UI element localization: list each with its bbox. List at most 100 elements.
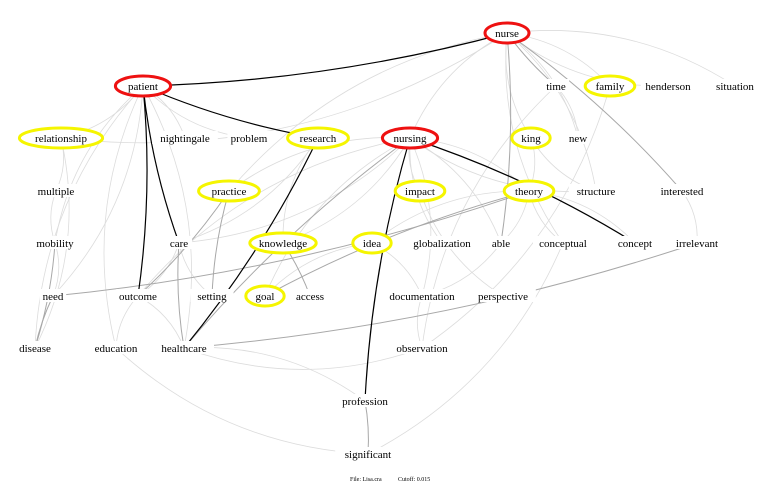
need-label-backing <box>39 289 67 302</box>
structure-label-backing <box>568 184 624 197</box>
node-irrelevant[interactable]: irrelevant <box>676 238 718 250</box>
node-idea[interactable]: idea <box>363 238 381 250</box>
edge-theory-need <box>52 190 530 297</box>
edge-nursing-goal <box>264 137 411 297</box>
nursing-highlight-ring <box>380 126 440 150</box>
node-theory[interactable]: theory <box>515 186 544 198</box>
node-care[interactable]: care <box>170 238 188 250</box>
setting-label-backing <box>190 289 234 302</box>
edge-healthcare-observation <box>183 347 423 370</box>
node-able[interactable]: able <box>492 238 510 250</box>
observation-label-backing <box>389 341 455 354</box>
edge-patient-outcome <box>137 85 148 297</box>
care-label-backing <box>165 236 193 249</box>
edge-nurse-able <box>500 32 512 244</box>
node-patient[interactable]: patient <box>128 81 158 93</box>
mobility-label-backing <box>30 236 80 249</box>
node-concept[interactable]: concept <box>618 238 652 250</box>
access-label-backing <box>291 289 329 302</box>
perspective-label-backing <box>470 289 536 302</box>
edge-nursing-care <box>178 137 411 244</box>
node-nurse[interactable]: nurse <box>495 28 519 40</box>
research-highlight-ring <box>286 126 350 150</box>
documentation-label-backing <box>383 289 461 302</box>
node-need[interactable]: need <box>43 291 64 303</box>
node-new[interactable]: new <box>569 133 587 145</box>
node-outcome[interactable]: outcome <box>119 291 157 303</box>
disease-label-backing <box>13 341 57 354</box>
node-knowledge[interactable]: knowledge <box>259 238 307 250</box>
conceptual-label-backing <box>533 236 593 249</box>
footer: File: Lisa.cra Cutoff: 0.015 <box>350 476 430 483</box>
education-label-backing <box>88 341 144 354</box>
node-practice[interactable]: practice <box>212 186 247 198</box>
node-problem[interactable]: problem <box>231 133 268 145</box>
significant-label-backing <box>335 447 401 460</box>
node-henderson[interactable]: henderson <box>645 81 691 93</box>
node-globalization[interactable]: globalization <box>413 238 471 250</box>
node-structure[interactable]: structure <box>577 186 616 198</box>
interested-label-backing <box>652 184 712 197</box>
edge-patient-education <box>103 85 144 349</box>
node-goal[interactable]: goal <box>256 291 275 303</box>
node-education[interactable]: education <box>95 343 138 355</box>
relationship-highlight-ring <box>17 126 105 150</box>
node-conceptual[interactable]: conceptual <box>539 238 587 250</box>
multiple-label-backing <box>31 184 81 197</box>
concept-label-backing <box>613 236 657 249</box>
node-nightingale[interactable]: nightingale <box>160 133 210 145</box>
node-multiple[interactable]: multiple <box>38 186 75 198</box>
node-situation[interactable]: situation <box>716 81 754 93</box>
edge-theory-goal <box>264 190 530 297</box>
impact-highlight-ring <box>393 179 447 203</box>
edge-nursing-profession <box>364 137 411 402</box>
node-profession[interactable]: profession <box>342 396 388 408</box>
footer-file-label: File: Lisa.cra <box>350 477 382 483</box>
edge-nurse-practice <box>228 32 508 192</box>
profession-label-backing <box>335 394 395 407</box>
node-observation[interactable]: observation <box>396 343 448 355</box>
edge-patient-need <box>52 85 144 297</box>
edge-patient-care <box>142 85 180 244</box>
edge-nurse-relationship <box>60 32 508 144</box>
node-disease[interactable]: disease <box>19 343 51 355</box>
node-time[interactable]: time <box>546 81 566 93</box>
edge-patient-disease <box>34 85 144 349</box>
node-perspective[interactable]: perspective <box>478 291 528 303</box>
node-impact[interactable]: impact <box>405 186 435 198</box>
goal-highlight-ring <box>244 284 286 308</box>
node-significant[interactable]: significant <box>345 449 391 461</box>
node-documentation[interactable]: documentation <box>389 291 455 303</box>
node-healthcare[interactable]: healthcare <box>161 343 206 355</box>
node-access[interactable]: access <box>296 291 324 303</box>
henderson-label-backing <box>640 79 696 92</box>
globalization-label-backing <box>403 236 481 249</box>
new-label-backing <box>567 131 589 144</box>
edge-family-observation <box>421 85 611 349</box>
edge-care-healthcare <box>177 242 185 349</box>
edge-healthcare-irrelevant <box>183 242 698 349</box>
edge-nurse-structure <box>506 32 597 192</box>
edge-nurse-situation <box>506 30 736 87</box>
edge-patient-mobility <box>54 85 144 244</box>
healthcare-label-backing <box>154 341 214 354</box>
situation-label-backing <box>707 79 763 92</box>
irrelevant-label-backing <box>667 236 727 249</box>
family-highlight-ring <box>583 74 637 98</box>
king-highlight-ring <box>510 126 552 150</box>
patient-highlight-ring <box>113 74 173 98</box>
knowledge-highlight-ring <box>248 231 318 255</box>
edge-impact-perspective <box>419 190 504 297</box>
node-research[interactable]: research <box>300 133 337 145</box>
node-family[interactable]: family <box>596 81 625 93</box>
node-mobility[interactable]: mobility <box>36 238 74 250</box>
node-nursing[interactable]: nursing <box>394 133 428 145</box>
node-label-layer: nurse patient nursing time family henderson si… <box>19 28 754 461</box>
edge-conceptual-significant <box>367 242 564 455</box>
node-relationship[interactable]: relationship <box>35 133 87 145</box>
footer-cutoff-label: Cutoff: 0.015 <box>398 476 430 483</box>
node-king[interactable]: king <box>521 133 541 145</box>
node-interested[interactable]: interested <box>661 186 704 198</box>
node-setting[interactable]: setting <box>197 291 227 303</box>
